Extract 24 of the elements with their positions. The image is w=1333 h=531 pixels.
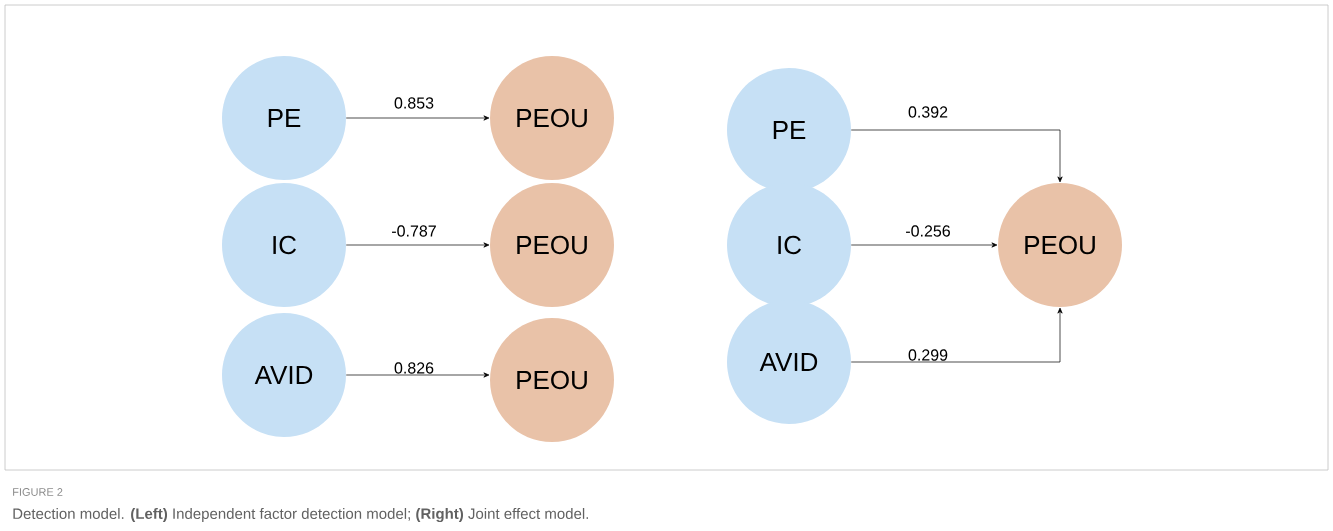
circle-node: PE — [727, 68, 851, 192]
circle-node: PEOU — [490, 56, 614, 180]
circle-node: AVID — [222, 313, 346, 437]
edge-label: -0.256 — [906, 225, 950, 237]
edge-label: -0.787 — [392, 225, 436, 237]
figure-number: FIGURE 2 — [13, 488, 63, 496]
circle-node: PEOU — [490, 183, 614, 307]
circle-node: IC — [222, 183, 346, 307]
circle-node: AVID — [727, 300, 851, 424]
circle-node: IC — [727, 183, 851, 307]
edge-label: 0.392 — [908, 106, 948, 118]
circle-node: PEOU — [490, 318, 614, 442]
caption: Detection model. (Left) Independent factor detection model; (Right) Joint effect model. — [13, 508, 588, 523]
circle-node: PE — [222, 56, 346, 180]
arrow — [850, 307, 1063, 363]
edge-label: 0.853 — [394, 97, 434, 109]
arrow — [345, 372, 490, 378]
circle-node: PEOU — [998, 183, 1122, 307]
arrow — [850, 242, 998, 248]
edge-label: 0.826 — [394, 362, 434, 374]
edge-label: 0.299 — [908, 349, 948, 361]
arrow — [345, 115, 490, 121]
arrow — [345, 242, 490, 248]
arrow — [850, 129, 1063, 183]
